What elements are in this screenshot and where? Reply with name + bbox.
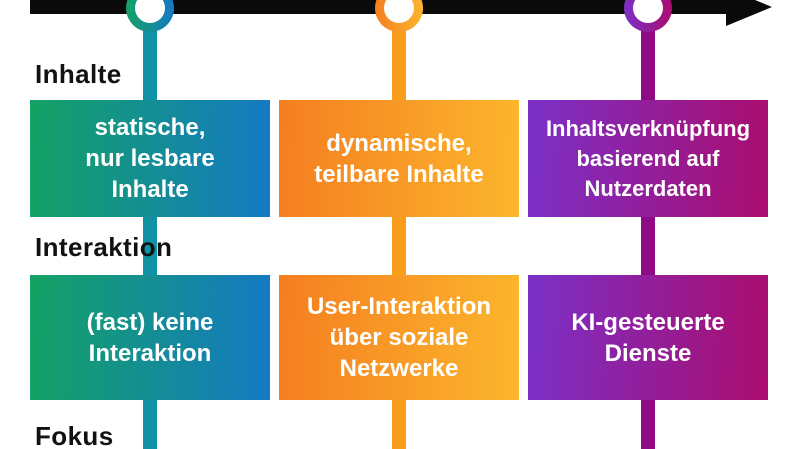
timeline-arrowhead-icon bbox=[726, 0, 772, 26]
timeline-node-stufe1 bbox=[126, 0, 174, 32]
card-text: Inhaltsverknüpfung basierend auf Nutzerd… bbox=[545, 115, 751, 201]
timeline-node-stufe2 bbox=[375, 0, 423, 32]
timeline-node-core bbox=[633, 0, 663, 23]
card-interaktion-stufe3: KI-gesteuerte Dienste bbox=[528, 275, 768, 400]
card-inhalte-stufe2: dynamische, teilbare Inhalte bbox=[279, 100, 519, 217]
card-interaktion-stufe1: (fast) keine Interaktion bbox=[30, 275, 270, 400]
row-label-interaktion: Interaktion bbox=[35, 232, 173, 262]
timeline-node-stufe3 bbox=[624, 0, 672, 32]
card-inhalte-stufe3: Inhaltsverknüpfung basierend auf Nutzerd… bbox=[528, 100, 768, 217]
row-label-inhalte: Inhalte bbox=[35, 59, 122, 89]
timeline-node-core bbox=[384, 0, 414, 23]
row-label-fokus: Fokus bbox=[35, 421, 114, 449]
card-text: statische, nur lesbare Inhalte bbox=[85, 114, 215, 203]
card-text: (fast) keine Interaktion bbox=[86, 308, 214, 367]
card-text: KI-gesteuerte Dienste bbox=[571, 308, 725, 367]
card-interaktion-stufe2: User-Interaktion über soziale Netzwerke bbox=[279, 275, 519, 400]
card-text: dynamische, teilbare Inhalte bbox=[314, 129, 484, 188]
card-text: User-Interaktion über soziale Netzwerke bbox=[306, 293, 492, 382]
timeline-node-core bbox=[135, 0, 165, 23]
card-inhalte-stufe1: statische, nur lesbare Inhalte bbox=[30, 100, 270, 217]
